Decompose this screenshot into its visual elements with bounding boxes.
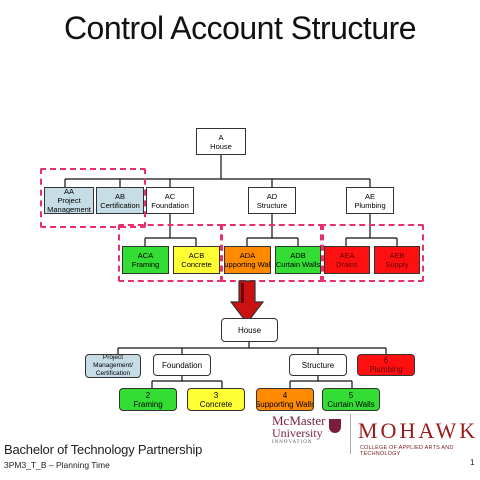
dashed-group-management xyxy=(40,168,146,228)
mcmaster-logo-line2: University xyxy=(272,426,323,440)
node-label: Supporting Walls xyxy=(256,399,314,409)
dashed-group-structure xyxy=(220,224,324,282)
node-label: Framing xyxy=(131,260,160,269)
mohawk-logo-subtitle: COLLEGE OF APPLIED ARTS AND TECHNOLOGY xyxy=(360,445,454,457)
node-label: Supply xyxy=(385,260,409,269)
course-code: 3PM3_T_B – Planning Time xyxy=(4,460,110,470)
node-label: Foundation xyxy=(151,200,189,210)
node-concrete-summary: 3 Concrete xyxy=(187,388,245,411)
node-code: ADB xyxy=(290,251,306,260)
mohawk-logo: MOHAWK xyxy=(358,418,479,443)
node-framing: ACA Framing xyxy=(122,246,169,274)
page-number: 1 xyxy=(470,458,475,467)
node-label: Curtain Walls xyxy=(275,260,321,269)
node-concrete: ACB Concrete xyxy=(173,246,220,274)
node-code: 3 xyxy=(213,390,219,400)
node-structure: AD Structure xyxy=(248,187,296,214)
node-code: 2 xyxy=(145,390,151,400)
node-foundation-summary: Foundation xyxy=(153,354,211,376)
node-drains: AEA Drains xyxy=(324,246,370,274)
node-supporting-walls-summary: 4 Supporting Walls xyxy=(256,388,314,411)
node-code: AD xyxy=(266,191,278,201)
node-label: Project Management/ Certification xyxy=(93,354,133,377)
dashed-group-plumbing xyxy=(320,224,424,282)
node-supporting-walls: ADA Supporting Walls xyxy=(224,246,271,274)
node-label: Structure xyxy=(256,200,288,210)
logo-divider xyxy=(350,414,351,454)
node-label: House xyxy=(210,141,232,151)
node-code: AC xyxy=(164,191,176,201)
node-code: AA xyxy=(63,187,74,196)
node-framing-summary: 2 Framing xyxy=(119,388,177,411)
node-code: AEB xyxy=(389,251,405,260)
node-house-summary: House xyxy=(221,318,278,342)
slide-title: Control Account Structure xyxy=(63,10,417,46)
node-code: AEA xyxy=(339,251,355,260)
node-label: Foundation xyxy=(161,360,203,370)
node-label: Plumbing xyxy=(354,200,386,210)
node-project-management: AA Project Management xyxy=(44,187,94,214)
node-code: A xyxy=(218,132,224,142)
node-code: ACA xyxy=(137,251,154,260)
node-label: Project Management xyxy=(47,196,91,214)
node-code: AE xyxy=(364,191,375,201)
node-house-root: A House xyxy=(196,128,246,155)
node-certification: AB Certification xyxy=(96,187,144,214)
node-plumbing: AE Plumbing xyxy=(346,187,394,214)
node-code: 4 xyxy=(282,390,288,400)
node-label: Framing xyxy=(133,399,163,409)
mcmaster-shield-icon xyxy=(329,419,341,433)
mcmaster-logo-line1: McMaster xyxy=(272,413,326,428)
down-arrow-icon xyxy=(230,280,264,324)
node-label: Plumbing xyxy=(369,365,403,374)
node-foundation: AC Foundation xyxy=(146,187,194,214)
node-label: Structure xyxy=(301,360,335,370)
node-label: Certification xyxy=(100,200,140,210)
mcmaster-logo: McMaster University INNOVATION xyxy=(272,413,342,455)
dashed-group-foundation xyxy=(118,224,223,282)
node-label: Concrete xyxy=(181,260,212,269)
node-label: House xyxy=(237,325,262,335)
node-code: 5 xyxy=(348,390,354,400)
node-label: Concrete xyxy=(199,399,233,409)
node-curtain-walls: ADB Curtain Walls xyxy=(275,246,321,274)
node-code: ADA xyxy=(239,251,256,260)
node-label: Supporting Walls xyxy=(224,260,271,269)
node-code: ACB xyxy=(188,251,205,260)
node-label: Curtain Walls xyxy=(327,399,375,409)
node-supply: AEB Supply xyxy=(374,246,420,274)
mcmaster-logo-line3: INNOVATION xyxy=(272,440,313,445)
node-pm-certification: Project Management/ Certification xyxy=(85,354,141,378)
node-plumbing-summary: 6 Plumbing xyxy=(357,354,415,376)
node-code: AB xyxy=(114,191,125,201)
program-name: Bachelor of Technology Partnership xyxy=(4,442,203,457)
node-curtain-walls-summary: 5 Curtain Walls xyxy=(322,388,380,411)
node-code: 6 xyxy=(383,356,389,365)
node-structure-summary: Structure xyxy=(289,354,347,376)
node-label: Drains xyxy=(336,260,358,269)
